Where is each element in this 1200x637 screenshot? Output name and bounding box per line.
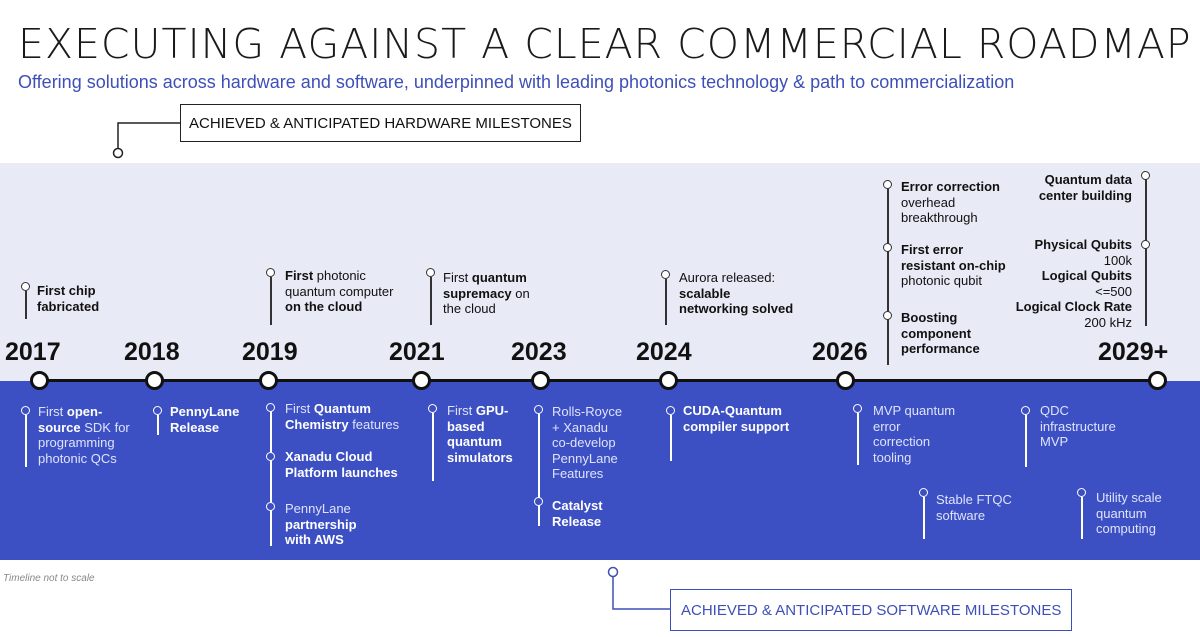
hw-stem-2021 — [430, 277, 432, 325]
software-band — [0, 381, 1200, 560]
hw-marker-2019 — [266, 268, 275, 277]
software-milestones-label: ACHIEVED & ANTICIPATED SOFTWARE MILESTON… — [670, 589, 1073, 631]
sw-marker-2024 — [666, 406, 675, 415]
year-2017: 2017 — [5, 338, 61, 366]
sw-stem-2026-b — [923, 497, 925, 539]
sw-marker-2019-c — [266, 502, 275, 511]
sw-stem-2021 — [432, 413, 434, 481]
year-2023: 2023 — [511, 338, 567, 366]
sw-marker-2029-b — [1077, 488, 1086, 497]
sw-marker-2026-a — [853, 404, 862, 413]
sw-stem-2029-a — [1025, 415, 1027, 467]
sw-stem-2019 — [270, 411, 272, 546]
hw-marker-2021 — [426, 268, 435, 277]
hw-stem-2026 — [887, 189, 889, 365]
hw-stem-2017 — [25, 291, 27, 319]
timeline-node-2018 — [145, 371, 164, 390]
hw-marker-2029-a — [1141, 171, 1150, 180]
sw-marker-2019-b — [266, 452, 275, 461]
sw-stem-2017 — [25, 415, 27, 467]
sw-marker-2023-b — [534, 497, 543, 506]
timeline-axis — [38, 379, 1160, 382]
sw-stem-2018 — [157, 415, 159, 435]
year-2024: 2024 — [636, 338, 692, 366]
sw-marker-2029-a — [1021, 406, 1030, 415]
year-2018: 2018 — [124, 338, 180, 366]
hw-marker-2029-b — [1141, 240, 1150, 249]
hw-marker-2026-a — [883, 180, 892, 189]
hw-marker-2026-b — [883, 243, 892, 252]
sw-marker-2017 — [21, 406, 30, 415]
sw-marker-2021 — [428, 404, 437, 413]
sw-stem-2024 — [670, 415, 672, 461]
hw-marker-2026-c — [883, 311, 892, 320]
timeline-node-2019 — [259, 371, 278, 390]
year-2029-plus: 2029+ — [1098, 338, 1169, 366]
page-subtitle: Offering solutions across hardware and s… — [18, 72, 1015, 92]
sw-marker-2018 — [153, 406, 162, 415]
sw-marker-2023-a — [534, 405, 543, 414]
hw-stem-2029 — [1145, 179, 1147, 326]
sw-marker-2026-b — [919, 488, 928, 497]
year-2026: 2026 — [812, 338, 868, 366]
hw-stem-2024 — [665, 279, 667, 325]
sw-stem-2029-b — [1081, 497, 1083, 539]
timeline-node-2023 — [531, 371, 550, 390]
hardware-label-connector — [112, 122, 182, 159]
scale-note: Timeline not to scale — [3, 573, 95, 584]
sw-stem-2026-a — [857, 413, 859, 465]
hw-marker-2017 — [21, 282, 30, 291]
hw-marker-2024 — [661, 270, 670, 279]
year-2021: 2021 — [389, 338, 445, 366]
timeline-node-2024 — [659, 371, 678, 390]
sw-marker-2019-a — [266, 403, 275, 412]
software-label-connector — [607, 566, 672, 610]
timeline-node-2017 — [30, 371, 49, 390]
timeline-node-2026 — [836, 371, 855, 390]
hw-stem-2019 — [270, 277, 272, 325]
year-2019: 2019 — [242, 338, 298, 366]
hardware-milestones-label: ACHIEVED & ANTICIPATED HARDWARE MILESTON… — [180, 104, 581, 142]
timeline-node-2029 — [1148, 371, 1167, 390]
hardware-band — [0, 163, 1200, 381]
sw-stem-2023 — [538, 414, 540, 526]
page-title: EXECUTING AGAINST A CLEAR COMMERCIAL ROA… — [18, 20, 1192, 68]
timeline-node-2021 — [412, 371, 431, 390]
